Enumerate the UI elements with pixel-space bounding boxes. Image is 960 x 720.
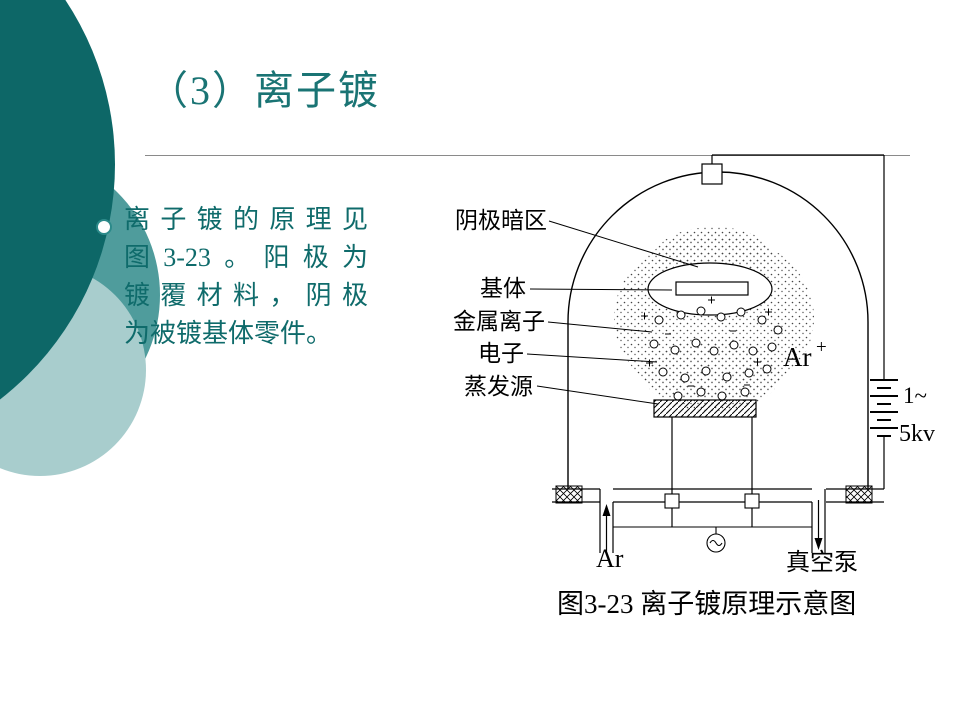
- body-line: 镀覆材料，阴极: [124, 281, 368, 310]
- evaporation-source: [653, 399, 757, 527]
- plus-marks: [641, 296, 772, 367]
- support-foot-right: [744, 493, 760, 509]
- body-line: 图3-23。阳极为: [124, 243, 368, 272]
- arrow-up-icon: [602, 504, 611, 516]
- chamber-top-port: [701, 163, 723, 185]
- battery-icon: [870, 379, 898, 437]
- minus-marks: [665, 330, 750, 387]
- label-electrons: 电子: [478, 341, 524, 366]
- seal-right: [845, 485, 873, 504]
- support-foot-left: [664, 493, 680, 509]
- bullet-icon: [96, 219, 112, 235]
- body-paragraph: 离子镀的原理见 图3-23。阳极为 镀覆材料，阴极 为被镀基体零件。: [124, 201, 368, 353]
- cathode-dark-region: [647, 262, 773, 316]
- label-metal-ions: 金属离子: [453, 309, 545, 334]
- title-separator: [145, 155, 910, 156]
- seal-left: [555, 485, 583, 504]
- label-voltage-bottom: 5kv: [899, 421, 935, 447]
- leader-lines: [526, 220, 699, 405]
- substrate-bar: [675, 281, 749, 296]
- arrow-down-icon: [814, 538, 823, 550]
- label-voltage-top: 1~: [903, 383, 927, 408]
- label-argon-ion-superscript: +: [816, 337, 827, 358]
- label-evaporation-source: 蒸发源: [464, 374, 533, 399]
- circuit-wiring: [711, 154, 885, 489]
- label-vacuum-pump: 真空泵: [786, 549, 858, 576]
- body-line: 为被镀基体零件。: [124, 319, 333, 348]
- label-argon-ion: Ar: [783, 342, 812, 372]
- diagram-caption: 图3-23 离子镀原理示意图: [557, 589, 856, 619]
- slide-title: （3）离子镀: [148, 68, 380, 113]
- vacuum-pipe: [811, 489, 826, 553]
- bottom-connector: [613, 526, 812, 553]
- base-plate: [552, 488, 884, 503]
- body-line: 离子镀的原理见: [124, 205, 368, 234]
- label-cathode-dark-region: 阴极暗区: [455, 208, 547, 233]
- label-argon-inlet: Ar: [596, 544, 624, 573]
- label-substrate: 基体: [480, 276, 526, 301]
- ion-particles: [649, 306, 783, 401]
